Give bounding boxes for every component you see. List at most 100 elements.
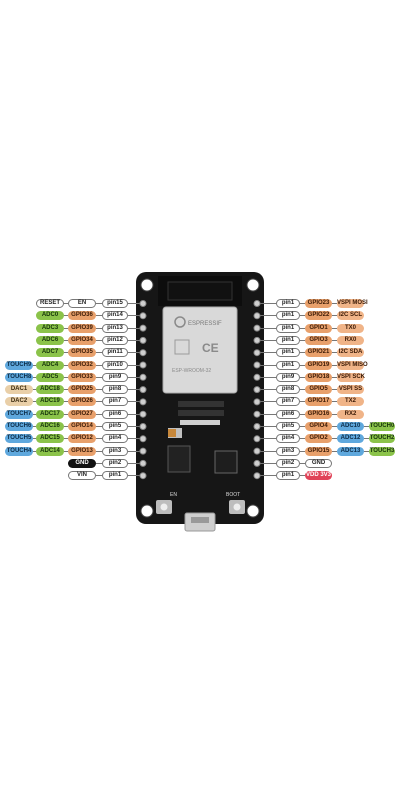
right-pin-label: GPIO17	[305, 397, 332, 407]
connector-line	[332, 315, 337, 317]
right-pin-label: VSPI SS	[337, 385, 364, 395]
connector-line	[364, 426, 369, 427]
connector-line	[128, 426, 140, 427]
connector-line	[33, 401, 36, 403]
connector-line	[64, 364, 68, 366]
header-pin-icon	[139, 472, 147, 480]
left-pin-label: pin7	[102, 397, 128, 407]
connector-line	[64, 352, 68, 354]
connector-line	[332, 364, 337, 366]
right-pin-label: GPIO21	[305, 348, 332, 358]
connector-line	[33, 413, 36, 415]
left-pin-label: pin9	[102, 372, 128, 382]
connector-line	[260, 475, 276, 477]
header-pin-icon	[139, 336, 147, 344]
left-pin-label: GPIO33	[68, 372, 96, 382]
header-pin-icon	[139, 324, 147, 332]
left-pin-label: TOUCH9	[5, 360, 33, 370]
connector-line	[300, 413, 305, 415]
connector-line	[260, 352, 276, 354]
left-pin-label: ADC18	[36, 385, 64, 395]
left-pin-label: ADC19	[36, 397, 64, 407]
left-pin-label: pin4	[102, 434, 128, 444]
left-pin-label: pin10	[102, 360, 128, 370]
right-pin-label: ADC13	[337, 446, 364, 456]
right-pin-label: pin1	[276, 335, 300, 345]
header-pin-icon	[139, 312, 147, 320]
right-pin-label: pin5	[276, 422, 300, 431]
right-pin-label: pin1	[276, 471, 300, 481]
connector-line	[300, 426, 305, 427]
connector-line	[300, 438, 305, 440]
espressif-logo-icon	[174, 316, 186, 328]
connector-line	[332, 413, 337, 415]
left-pin-label: ADC7	[36, 348, 64, 358]
connector-line	[96, 339, 102, 341]
right-pin-label: RX0	[337, 335, 364, 345]
connector-line	[364, 450, 369, 452]
connector-line	[64, 438, 68, 440]
right-pin-label: VSPI MOSI	[337, 299, 368, 308]
connector-line	[96, 303, 102, 304]
right-pin-label: pin9	[276, 372, 300, 382]
left-pin-label: ADC6	[36, 335, 64, 345]
left-pin-label: GPIO14	[68, 422, 96, 431]
right-pin-label: GPIO23	[305, 299, 332, 308]
connector-line	[96, 376, 102, 378]
mount-hole-icon	[246, 504, 260, 518]
module-vendor: ESPRESSIF	[188, 321, 222, 327]
connector-line	[260, 389, 276, 391]
header-pin-icon	[139, 423, 147, 430]
connector-line	[300, 462, 305, 464]
left-pin-label: DAC1	[5, 385, 33, 395]
left-pin-label: GPIO39	[68, 323, 96, 333]
left-pin-label: DAC2	[5, 397, 33, 407]
left-pin-label: pin6	[102, 409, 128, 419]
usb-uart-chip	[214, 450, 238, 474]
connector-line	[96, 389, 102, 391]
right-pin-label: GPIO15	[305, 446, 332, 456]
header-pin-icon	[139, 300, 147, 307]
left-pin-label: GPIO35	[68, 348, 96, 358]
left-pin-label: GPIO13	[68, 446, 96, 456]
left-pin-label: ADC14	[36, 446, 64, 456]
left-pin-label: VIN	[68, 471, 96, 481]
left-pin-label: GPIO34	[68, 335, 96, 345]
connector-line	[300, 339, 305, 341]
connector-line	[260, 315, 276, 317]
connector-line	[300, 315, 305, 317]
right-pin-label: I2C SDA	[337, 348, 364, 358]
right-pin-label: GPIO2	[305, 434, 332, 444]
connector-line	[33, 438, 36, 440]
connector-line	[332, 339, 337, 341]
left-pin-label: GPIO27	[68, 409, 96, 419]
header-pin-icon	[139, 435, 147, 443]
left-pin-label: ADC5	[36, 372, 64, 382]
right-pin-label: GPIO16	[305, 409, 332, 419]
mount-hole-icon	[140, 504, 154, 518]
connector-line	[128, 315, 140, 317]
right-pin-label: TX2	[337, 397, 364, 407]
connector-line	[64, 413, 68, 415]
connector-line	[332, 303, 337, 304]
left-pin-label: pin8	[102, 385, 128, 395]
connector-line	[128, 401, 140, 403]
mount-hole-icon	[246, 278, 260, 292]
connector-line	[300, 352, 305, 354]
right-pin-label: VDD 3V3	[305, 471, 332, 481]
connector-line	[332, 389, 337, 391]
left-pin-label: pin15	[102, 299, 128, 308]
connector-line	[96, 327, 102, 329]
right-pin-label: GPIO3	[305, 335, 332, 345]
mount-hole-icon	[140, 278, 154, 292]
connector-line	[64, 389, 68, 391]
left-pin-label: ADC4	[36, 360, 64, 370]
connector-line	[128, 462, 140, 464]
header-pin-icon	[139, 361, 147, 369]
connector-line	[96, 475, 102, 477]
connector-line	[300, 327, 305, 329]
connector-line	[260, 376, 276, 378]
connector-line	[364, 438, 369, 440]
connector-line	[64, 426, 68, 427]
